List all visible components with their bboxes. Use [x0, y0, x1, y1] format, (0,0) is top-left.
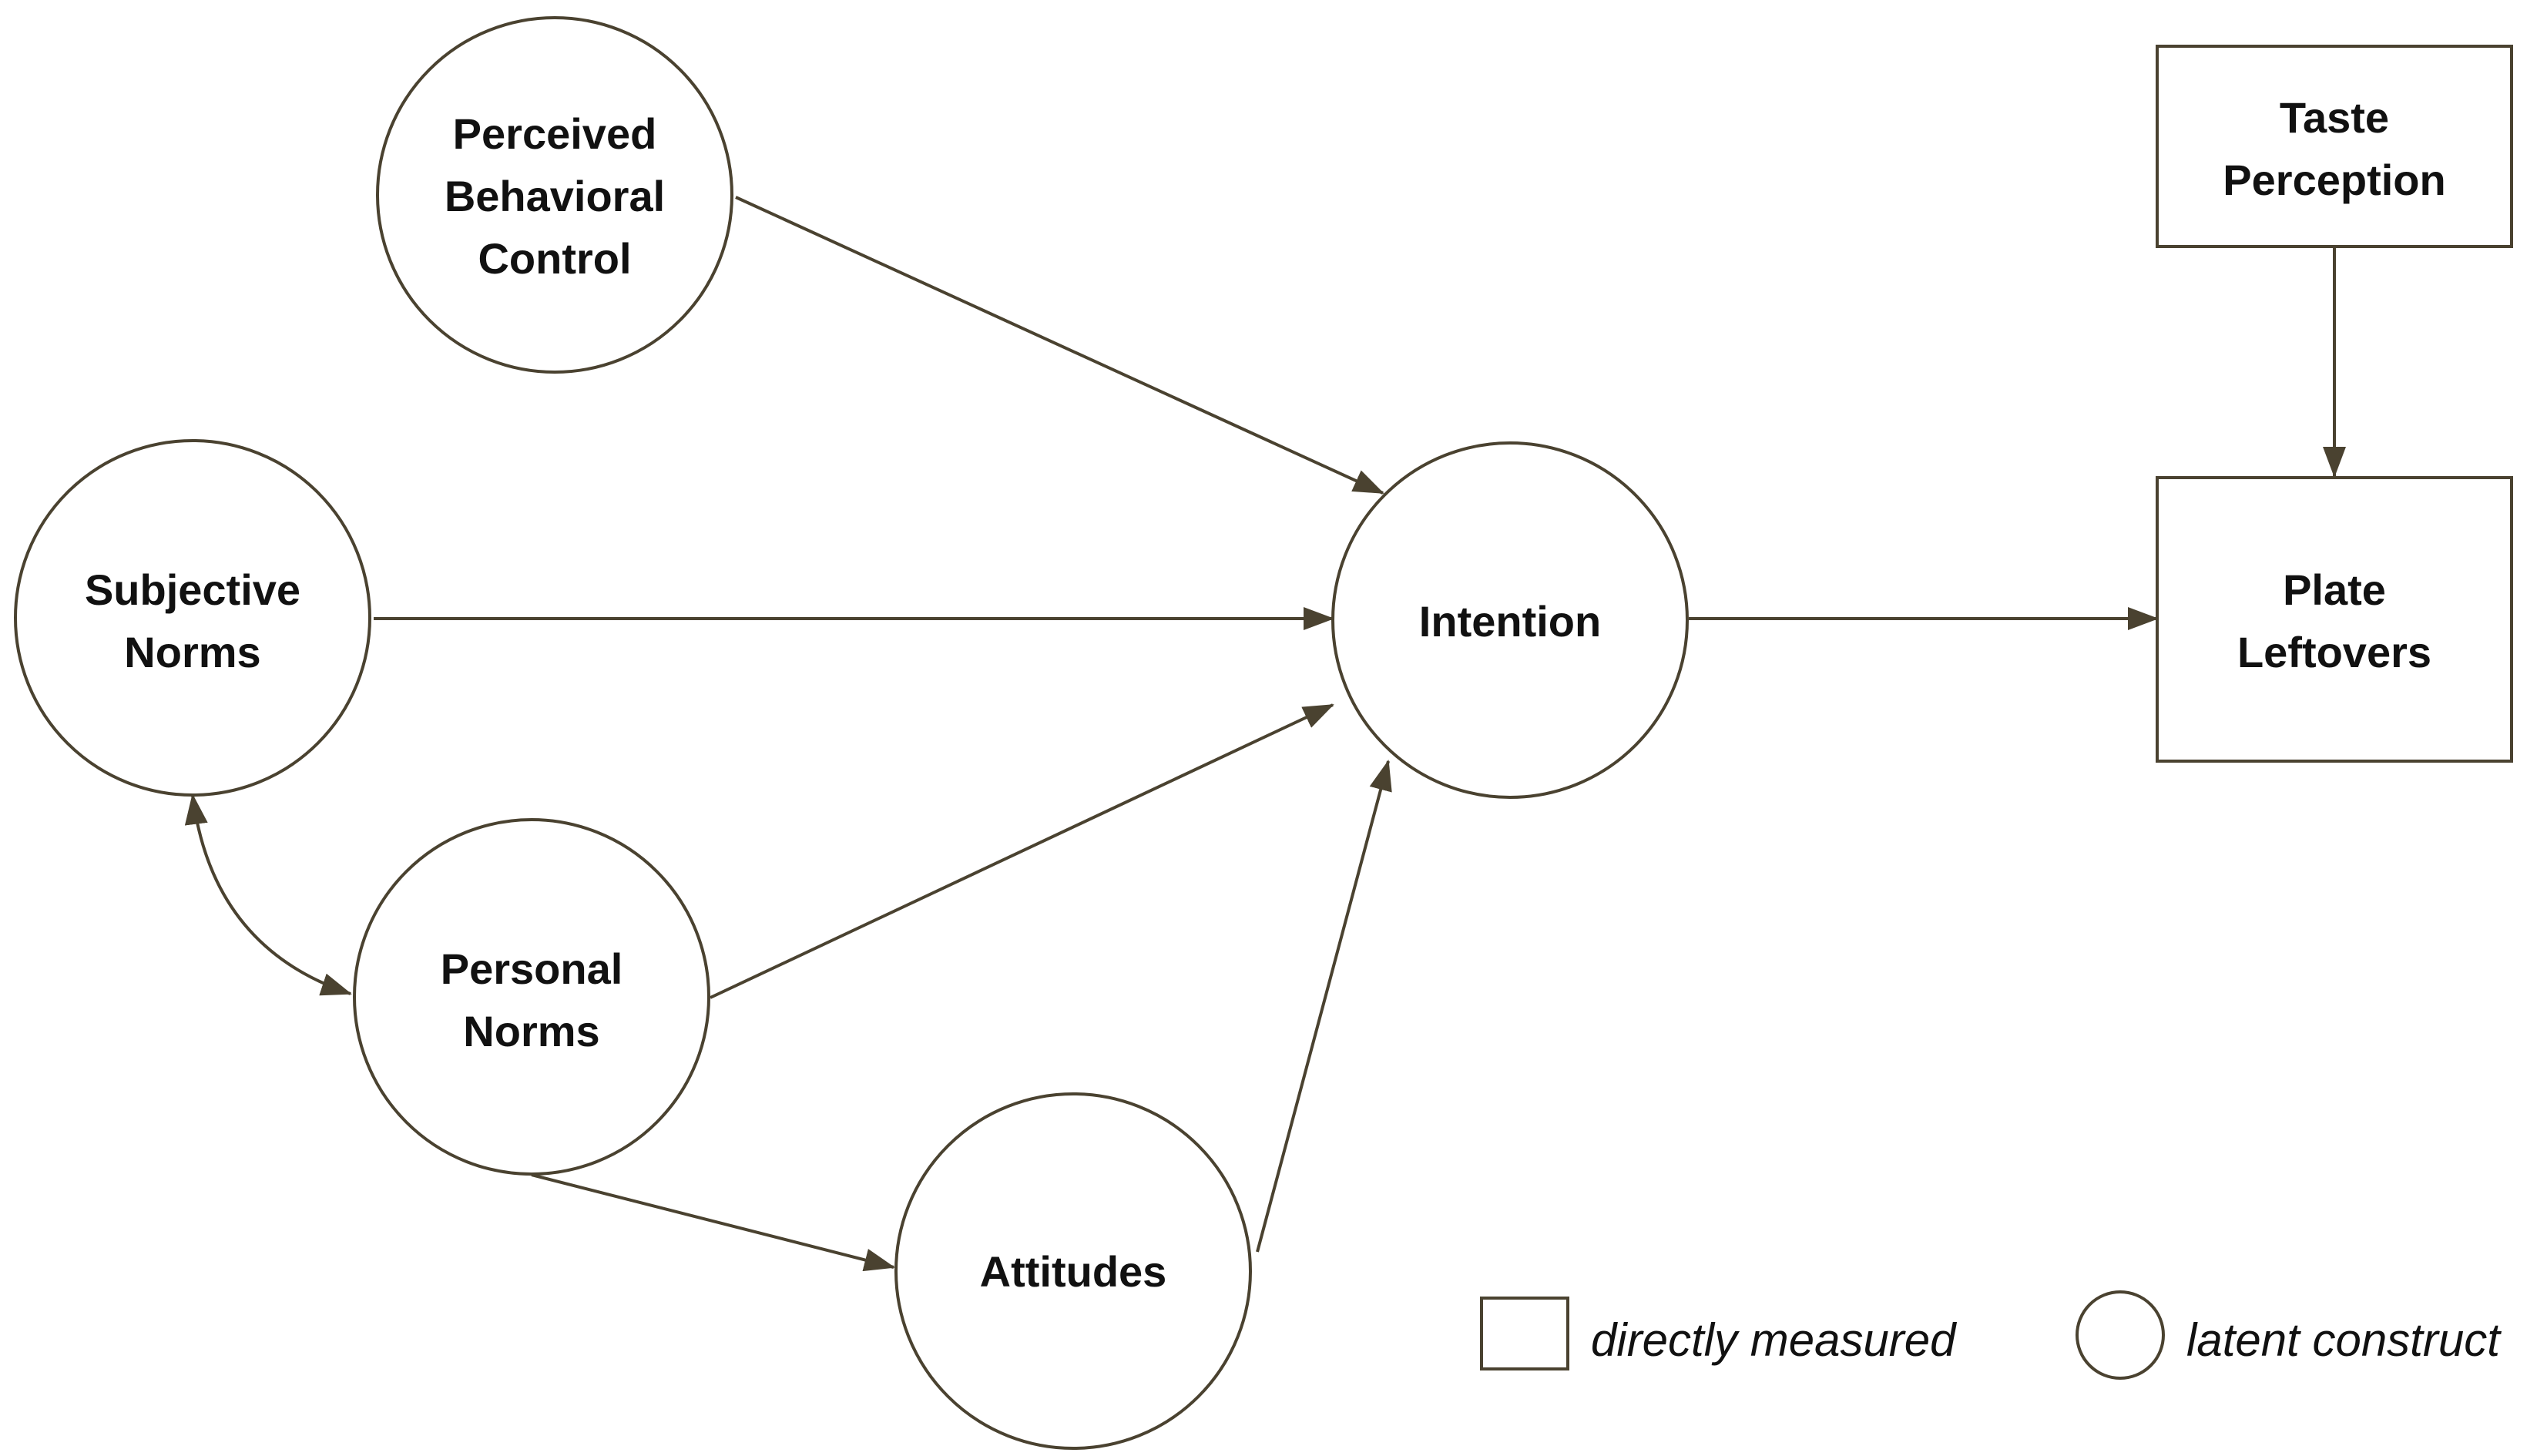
edge-pbc-to-intention	[735, 196, 1384, 495]
legend-circle-swatch	[2076, 1290, 2165, 1380]
legend-box-label: directly measured	[1591, 1314, 1957, 1366]
node-shape	[2156, 45, 2513, 248]
node-label-line: Control	[478, 234, 631, 283]
node-shape	[376, 16, 733, 374]
node-label-line: Personal	[441, 944, 623, 993]
node-taste-perception: Taste Perception	[2156, 45, 2513, 248]
node-intention: Intention	[1331, 441, 1689, 799]
legend: directly measured latent construct	[1480, 1290, 2502, 1380]
edge-attitudes-to-intention	[1256, 760, 1392, 1253]
node-label-line: Perceived	[453, 109, 657, 158]
node-shape	[1331, 441, 1689, 799]
node-personal-norms: Personal Norms	[353, 818, 710, 1176]
node-label-line: Norms	[463, 1007, 599, 1055]
node-shape	[2156, 476, 2513, 763]
edge-subjective-norms-personal-norms	[184, 793, 352, 996]
node-shape	[14, 439, 371, 797]
node-shape	[353, 818, 710, 1176]
node-label-line: Perception	[2223, 156, 2445, 204]
node-subjective-norms: Subjective Norms	[14, 439, 371, 797]
edge-personal-norms-to-attitudes	[531, 1173, 895, 1272]
node-label-line: Attitudes	[980, 1247, 1167, 1296]
node-label-line: Plate	[2283, 565, 2386, 614]
legend-circle-label: latent construct	[2186, 1314, 2502, 1366]
node-perceived-behavioral-control: Perceived Behavioral Control	[376, 16, 733, 374]
node-label-line: Taste	[2280, 93, 2389, 142]
node-label-line: Behavioral	[445, 172, 665, 220]
node-label-line: Leftovers	[2237, 628, 2431, 676]
node-attitudes: Attitudes	[894, 1092, 1252, 1450]
edge-personal-norms-to-intention	[710, 703, 1334, 999]
edges	[184, 196, 2346, 1272]
legend-box-swatch	[1480, 1297, 1569, 1370]
node-label-line: Norms	[124, 628, 260, 676]
node-label-line: Intention	[1419, 597, 1601, 646]
node-label-line: Subjective	[85, 565, 300, 614]
node-shape	[894, 1092, 1252, 1450]
node-plate-leftovers: Plate Leftovers	[2156, 476, 2513, 763]
